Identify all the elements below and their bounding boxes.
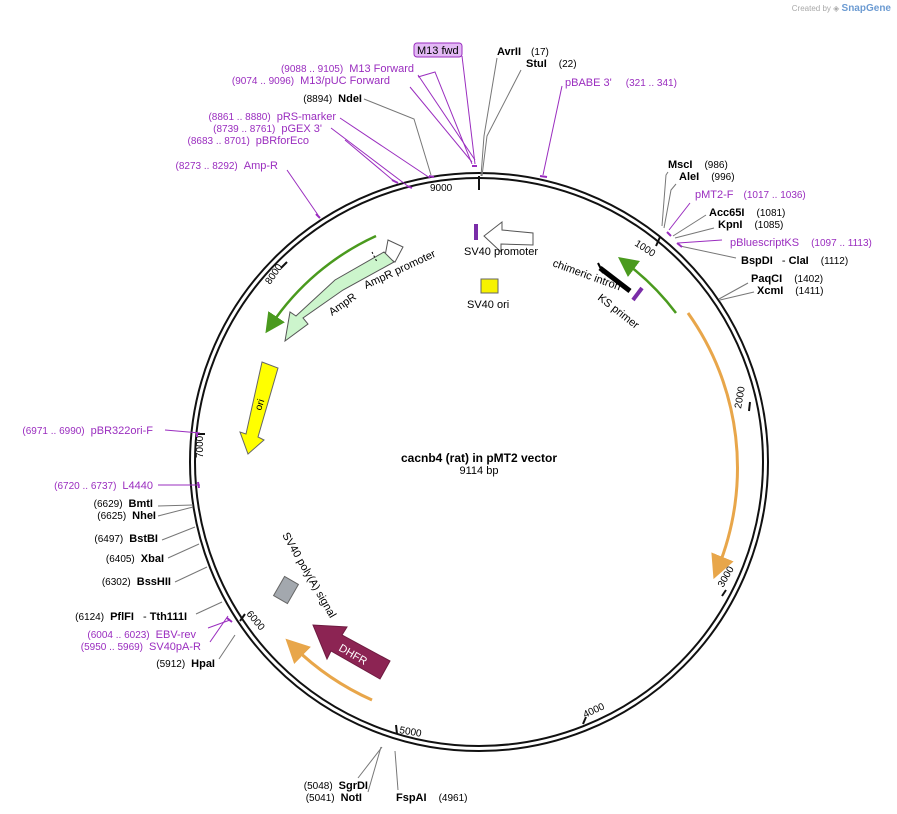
tick-label: 7000 — [195, 435, 206, 458]
enzyme-alei[interactable]: AleI(996) — [679, 171, 735, 183]
enzyme-avrii[interactable]: AvrII(17) — [497, 46, 549, 58]
feature-label: SV40 ori — [467, 299, 509, 311]
feature-ampr-dots — [371, 251, 378, 263]
primer-m13-fwd-box[interactable] — [413, 42, 463, 58]
enzyme-paqci[interactable]: PaqCI(1402) — [751, 273, 823, 285]
primer-amp-r[interactable]: (8273 .. 8292)Amp-R — [176, 160, 279, 172]
watermark-brand: SnapGene — [841, 3, 891, 14]
primer-pbluescriptks[interactable]: pBluescriptKS(1097 .. 1113) — [730, 237, 872, 249]
primer-pbabe3[interactable]: pBABE 3'(321 .. 341) — [565, 77, 677, 89]
enzyme-nhei[interactable]: (6625)NheI — [97, 510, 156, 522]
tick-label: 6000 — [244, 609, 267, 633]
enzyme-msci[interactable]: MscI(986) — [668, 159, 728, 171]
enzyme-sgrdi[interactable]: (5048)SgrDI — [304, 780, 368, 792]
primer-sv40pa-r[interactable]: (5950 .. 5969)SV40pA-R — [81, 641, 201, 653]
watermark-prefix: Created by — [791, 4, 831, 13]
feature-sv40-promoter-marker — [474, 224, 478, 240]
feature-label: SV40 poly(A) signal — [279, 531, 338, 621]
primer-pgex3[interactable]: (8739 .. 8761)pGEX 3' — [213, 123, 322, 135]
enzyme-labels: AvrII(17) StuI(22) MscI(986) AleI(996) A… — [75, 46, 848, 804]
enzyme-stui[interactable]: StuI(22) — [526, 58, 577, 70]
primer-leaders — [158, 55, 723, 643]
enzyme-kpni[interactable]: KpnI(1085) — [718, 219, 783, 231]
feature-chimeric-intron[interactable] — [598, 266, 632, 293]
primer-pbrforeco[interactable]: (8683 .. 8701)pBRforEco — [188, 135, 309, 147]
enzyme-hpai[interactable]: (5912)HpaI — [156, 658, 215, 670]
primer-pmt2f[interactable]: pMT2-F(1017 .. 1036) — [695, 189, 806, 201]
tick-marks — [198, 176, 751, 735]
feature-ampr[interactable] — [284, 251, 395, 343]
primer-l4440[interactable]: (6720 .. 6737)L4440 — [54, 480, 153, 492]
enzyme-bstbi[interactable]: (6497)BstBI — [94, 533, 158, 545]
snapgene-watermark: Created by ◈ SnapGene — [792, 3, 891, 14]
primer-sites — [196, 165, 683, 623]
feature-sv40-ori[interactable] — [480, 278, 499, 294]
feature-intron-end — [597, 262, 604, 274]
feature-sv40-promoter[interactable] — [483, 220, 534, 254]
primer-m13-puc-forward[interactable]: (9074 .. 9096)M13/pUC Forward — [232, 75, 390, 87]
orf-arc-ampr[interactable] — [265, 234, 377, 334]
snapgene-logo-icon: ◈ — [833, 4, 840, 13]
orf-arc-cacnb4[interactable] — [686, 312, 739, 580]
feature-ori[interactable] — [239, 361, 279, 455]
enzyme-acc65i[interactable]: Acc65I(1081) — [709, 207, 785, 219]
enzyme-bmti[interactable]: (6629)BmtI — [94, 498, 153, 510]
tick-label: 2000 — [733, 385, 748, 409]
tick-label: 5000 — [398, 725, 422, 740]
enzyme-bsshii[interactable]: (6302)BssHII — [102, 576, 171, 588]
feature-sv40-polya[interactable] — [272, 575, 300, 605]
primer-pbr322ori-f[interactable]: (6971 .. 6990)pBR322ori-F — [22, 425, 153, 437]
enzyme-xcmi[interactable]: XcmI(1411) — [757, 285, 823, 297]
primer-m13-forward[interactable]: (9088 .. 9105)M13 Forward — [281, 63, 414, 75]
tick-label: 1000 — [632, 238, 657, 260]
feature-ampr-promoter[interactable] — [384, 239, 404, 263]
enzyme-ndei[interactable]: (8894)NdeI — [303, 93, 362, 105]
backbone-outer — [189, 172, 769, 752]
enzyme-xbai[interactable]: (6405)XbaI — [106, 553, 164, 565]
orf-arc-intron[interactable] — [618, 256, 677, 314]
primer-ebv-rev[interactable]: (6004 .. 6023)EBV-rev — [87, 629, 196, 641]
enzyme-fspai[interactable]: FspAI(4961) — [396, 792, 467, 804]
feature-label: SV40 promoter — [464, 246, 538, 258]
feature-label: ori — [253, 398, 267, 412]
primer-labels: pBABE 3'(321 .. 341) pMT2-F(1017 .. 1036… — [22, 63, 872, 653]
enzyme-leaders — [157, 57, 755, 793]
primer-m13-fwd-label: M13 fwd — [417, 45, 459, 57]
feature-ks-primer[interactable] — [631, 286, 644, 302]
orf-arc-dhfr[interactable] — [285, 638, 373, 702]
plasmid-length: 9114 bp — [460, 465, 499, 477]
primer-prs-marker[interactable]: (8861 .. 8880)pRS-marker — [208, 111, 336, 123]
enzyme-pflfi-tth111i[interactable]: (6124)PflFI - Tth111I — [75, 611, 187, 623]
plasmid-title: cacnb4 (rat) in pMT2 vector — [401, 451, 557, 465]
enzyme-noti[interactable]: (5041)NotI — [306, 792, 362, 804]
enzyme-bspdi-clai[interactable]: BspDI - ClaI(1112) — [741, 255, 848, 267]
feature-dhfr[interactable] — [312, 624, 391, 680]
tick-label: 9000 — [430, 183, 453, 194]
